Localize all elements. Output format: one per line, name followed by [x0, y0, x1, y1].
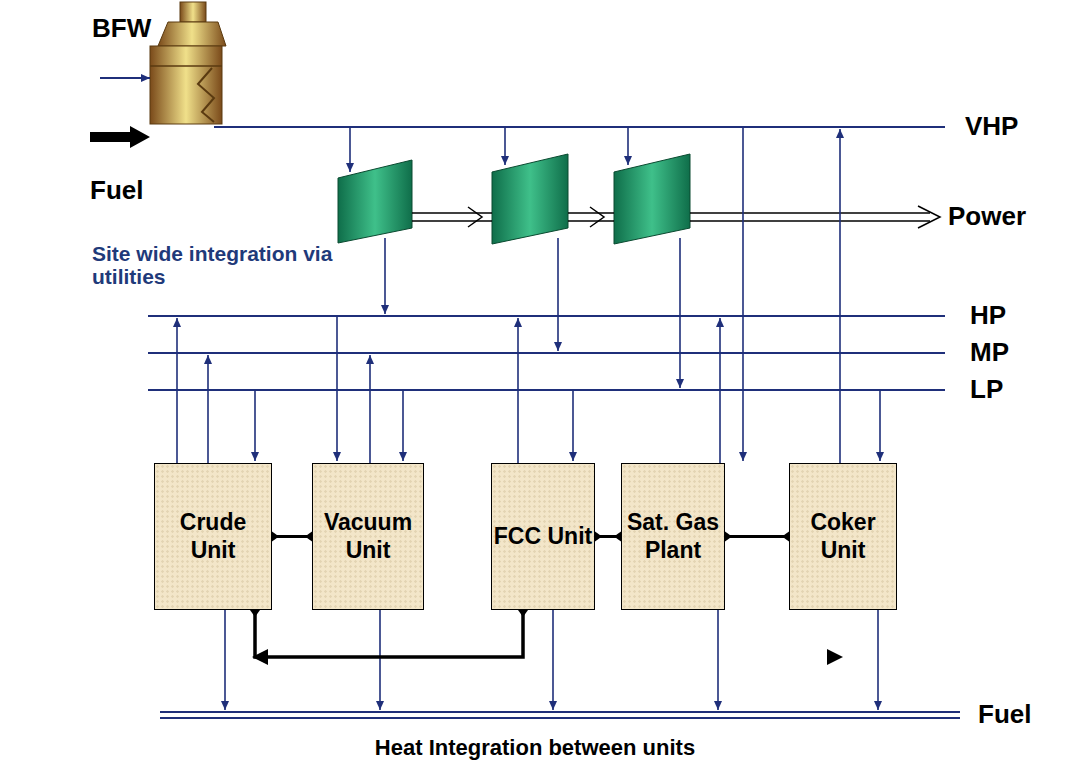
unit-name: FCC Unit — [494, 523, 592, 551]
steam-lines — [177, 127, 880, 710]
unit-name: Coker Unit — [790, 509, 896, 564]
process-unit: Crude Unit — [154, 463, 272, 610]
diagram-label: MP — [970, 338, 1009, 367]
process-unit: Vacuum Unit — [312, 463, 424, 610]
bfw-arrow — [100, 77, 150, 79]
diagram-label: BFW — [92, 14, 151, 43]
diagram-label: Heat Integration between units — [375, 736, 695, 760]
unit-name: Vacuum Unit — [313, 509, 423, 564]
unit-name: Crude Unit — [155, 509, 271, 564]
heat-integration-link — [255, 610, 523, 657]
steam-headers — [148, 127, 960, 718]
heat-integration-link — [725, 535, 789, 538]
diagram-label: HP — [970, 301, 1006, 330]
diagram-label: Fuel — [978, 700, 1031, 729]
process-unit: FCC Unit — [491, 463, 595, 610]
process-unit: Sat. Gas Plant — [621, 463, 725, 610]
heat-integration-link — [272, 535, 312, 538]
boiler — [150, 2, 226, 124]
diagram-label: VHP — [965, 112, 1018, 141]
unit-name: Sat. Gas Plant — [622, 509, 724, 564]
fuel-arrow — [90, 126, 150, 148]
diagram-label: LP — [970, 375, 1003, 404]
diagram-label: Site wide integration via utilities — [92, 242, 342, 288]
turbines — [338, 154, 940, 244]
diagram-label: Power — [948, 202, 1026, 231]
diagram-label: Fuel — [90, 176, 143, 205]
heat-integration-link — [595, 535, 621, 538]
process-unit: Coker Unit — [789, 463, 897, 610]
